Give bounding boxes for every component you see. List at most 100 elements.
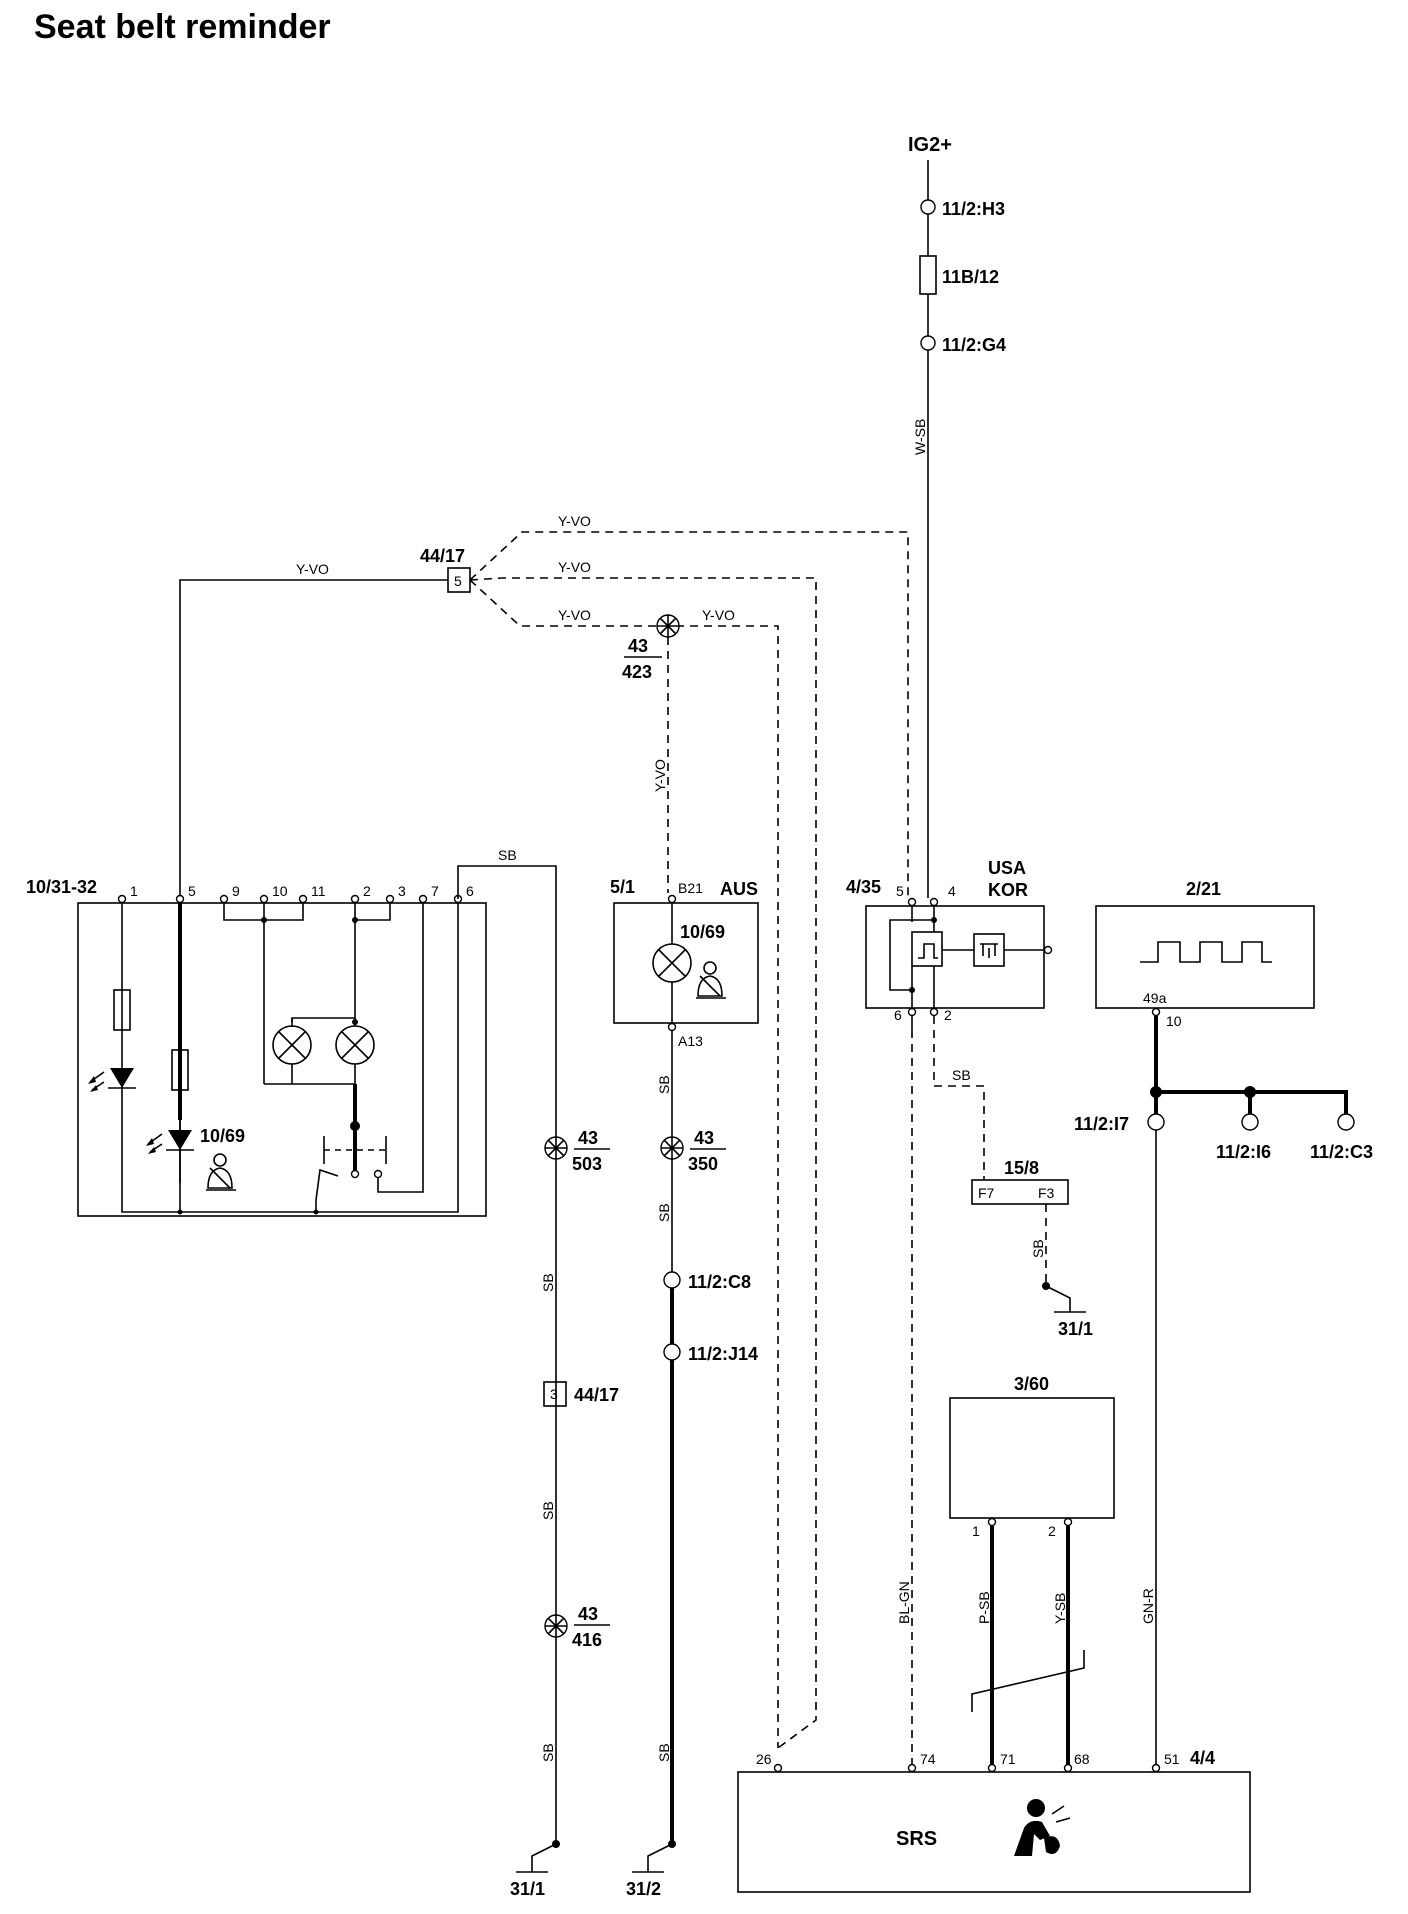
ig2-label: IG2+	[908, 134, 952, 156]
pin-9: 9	[232, 883, 240, 899]
connector-j14	[663, 1343, 681, 1361]
splice-423-bottom: 423	[622, 662, 652, 682]
wire-label-sb-4: SB	[540, 1743, 556, 1762]
wire-label-y-vo-1: Y-VO	[296, 561, 329, 577]
module-5-1-variant: AUS	[720, 879, 758, 899]
module-4-35-pin-5: 5	[896, 883, 904, 899]
module-4-35-variant-2: KOR	[988, 880, 1028, 900]
wire-label-y-vo-6: Y-VO	[652, 759, 668, 792]
pin-5: 5	[188, 883, 196, 899]
connector-i6	[1241, 1113, 1259, 1131]
splice-416	[544, 1614, 568, 1638]
splice-44-17-pin3-label: 3	[550, 1386, 558, 1402]
wire-label-sb-3: SB	[540, 1501, 556, 1520]
wire-label-sb-8: SB	[952, 1067, 971, 1083]
pin-3: 3	[398, 883, 406, 899]
module-2-21: 2/21 49a 10 11/2:I7 11/2:I6 11/2:C3 GN-R	[1074, 879, 1373, 1768]
module-10-31-label: 10/31-32	[26, 877, 97, 897]
splice-350-bottom: 350	[688, 1154, 718, 1174]
connector-c8-label: 11/2:C8	[688, 1272, 751, 1292]
wire-label-sb-6: SB	[656, 1203, 672, 1222]
splice-416-top: 43	[578, 1604, 598, 1624]
splice-350	[660, 1136, 684, 1160]
module-3-60-pin-2: 2	[1048, 1523, 1056, 1539]
ground-31-1-b: 31/1	[1058, 1319, 1093, 1339]
pin-6: 6	[466, 883, 474, 899]
wire-label-w-sb: W-SB	[912, 419, 928, 455]
connector-g4-label: 11/2:G4	[942, 335, 1006, 355]
wire-label-y-vo-3: Y-VO	[558, 559, 591, 575]
connector-i6-label: 11/2:I6	[1216, 1142, 1271, 1162]
splice-416-bottom: 416	[572, 1630, 602, 1650]
srs-pin-74: 74	[920, 1751, 936, 1767]
fusebox-15-8-pin-left: F7	[978, 1185, 995, 1201]
srs-unit: SRS 4/4 26 74 71 68 51	[737, 1748, 1251, 1893]
srs-pin-71: 71	[1000, 1751, 1016, 1767]
connector-c3	[1337, 1113, 1355, 1131]
wire-label-y-vo-5: Y-VO	[702, 607, 735, 623]
module-4-35: 4/35 USA KOR 5 4 6 2 SB BL-GN	[846, 858, 1053, 1768]
module-5-1: 5/1 AUS B21 10/69 A13 SB 43 350	[610, 877, 759, 1899]
airbag-icon	[1014, 1799, 1071, 1856]
connector-h3	[920, 199, 936, 215]
wire-label-gn-r: GN-R	[1140, 1588, 1156, 1624]
splice-44-17-pin5-label: 5	[454, 573, 462, 589]
module-4-35-pin-2: 2	[944, 1007, 952, 1023]
splice-423: 43 423	[622, 614, 680, 682]
module-5-1-pin-bottom: A13	[678, 1033, 703, 1049]
module-5-1-label: 5/1	[610, 877, 635, 897]
ground-31-2: 31/2	[626, 1879, 661, 1899]
pin-10: 10	[272, 883, 288, 899]
connector-g4	[920, 335, 936, 351]
wire-label-y-sb: Y-SB	[1052, 1593, 1068, 1624]
module-2-21-label: 2/21	[1186, 879, 1221, 899]
twisted-pair-marker	[971, 1650, 1085, 1712]
fuse-label: 11B/12	[942, 267, 999, 287]
module-4-35-pin-4: 4	[948, 883, 956, 899]
pin-7: 7	[431, 883, 439, 899]
supply-chain: IG2+ 11/2:H3 11B/12 11/2:G4 W-SB	[908, 134, 1006, 898]
connector-i7-label: 11/2:I7	[1074, 1114, 1129, 1134]
splice-503-bottom: 503	[572, 1154, 602, 1174]
fuse-11b-12	[919, 255, 937, 295]
module-3-60-label: 3/60	[1014, 1374, 1049, 1394]
splice-44-17-bottom-label: 44/17	[574, 1385, 619, 1405]
fusebox-15-8: 15/8 F7 F3 SB 31/1	[971, 1158, 1093, 1339]
wire-label-y-vo-4: Y-VO	[558, 607, 591, 623]
module-4-35-pin-6: 6	[894, 1007, 902, 1023]
splice-503-top: 43	[578, 1128, 598, 1148]
wire-label-sb-7: SB	[656, 1743, 672, 1762]
seatbelt-icon-b	[696, 961, 726, 999]
srs-pin-26: 26	[756, 1751, 772, 1767]
page-title: Seat belt reminder	[34, 8, 331, 46]
connector-c3-label: 11/2:C3	[1310, 1142, 1373, 1162]
module-2-21-pin-bottom: 10	[1166, 1013, 1182, 1029]
seatbelt-icon-a	[206, 1153, 236, 1191]
wire-label-sb-2: SB	[540, 1273, 556, 1292]
fusebox-15-8-pin-right: F3	[1038, 1185, 1055, 1201]
srs-label: SRS	[896, 1828, 937, 1850]
module-4-35-variant-1: USA	[988, 858, 1026, 878]
sb-chain-left: 43 503 SB 3 44/17 SB 43 416 SB 31/1	[510, 1128, 619, 1899]
module-3-60: 3/60 1 2 P-SB Y-SB	[949, 1374, 1115, 1768]
connector-j14-label: 11/2:J14	[688, 1344, 758, 1364]
pin-2: 2	[363, 883, 371, 899]
module-4-35-label: 4/35	[846, 877, 881, 897]
connector-i7	[1147, 1113, 1165, 1131]
module-10-31-32: 10/31-32 1 5 9 10 11 2 3 7 6 10/69	[26, 847, 557, 1844]
y-vo-network: Y-VO 5 44/17 Y-VO Y-VO Y-VO Y-VO 43 423 …	[179, 513, 909, 1749]
connector-c8	[663, 1271, 681, 1289]
wire-label-sb-9: SB	[1030, 1239, 1046, 1258]
wire-label-sb-1: SB	[498, 847, 517, 863]
splice-503	[544, 1136, 568, 1160]
indicator-10-69-a: 10/69	[200, 1126, 245, 1146]
pin-1: 1	[130, 883, 138, 899]
module-3-60-pin-1: 1	[972, 1523, 980, 1539]
connector-h3-label: 11/2:H3	[942, 199, 1005, 219]
pin-11: 11	[311, 883, 326, 899]
module-5-1-pin-top: B21	[678, 880, 703, 896]
srs-ref: 4/4	[1190, 1748, 1215, 1768]
wire-label-sb-5: SB	[656, 1075, 672, 1094]
wire-label-p-sb: P-SB	[976, 1591, 992, 1624]
